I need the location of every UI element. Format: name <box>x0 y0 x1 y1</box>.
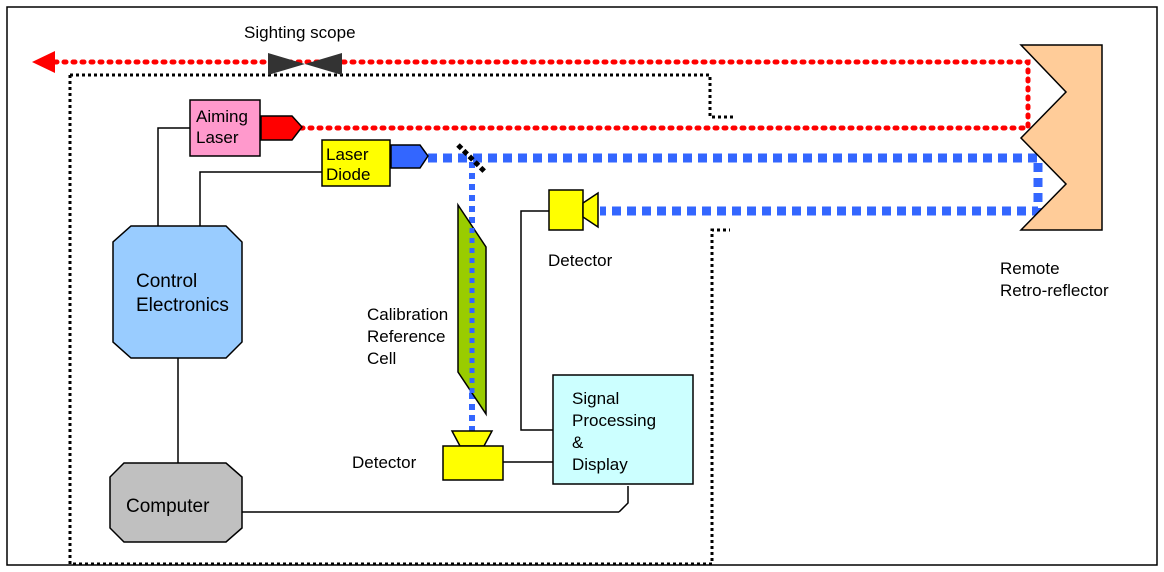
computer <box>109 462 243 543</box>
aiming-beam <box>32 51 1031 131</box>
laser-diode <box>321 139 429 187</box>
control-electronics-label-line1: Control <box>136 271 197 292</box>
reflector-label-line1: Remote <box>1000 259 1060 278</box>
detector-top-lens <box>582 191 599 229</box>
computer-label: Computer <box>126 496 210 517</box>
signal-processing-label-line1: Signal <box>572 389 619 408</box>
laser-diode-label-line2: Diode <box>326 165 370 184</box>
sighting-scope-label: Sighting scope <box>244 23 356 42</box>
aiming-laser-emitter <box>260 115 303 141</box>
detector-top <box>548 189 599 231</box>
aiming-beam-arrowhead <box>32 51 55 73</box>
sighting-scope <box>268 53 342 75</box>
signal-processing-label-line3: & <box>572 433 584 452</box>
aiming-laser-label-line2: Laser <box>196 128 239 147</box>
remote-retro-reflector <box>1019 44 1103 231</box>
control-electronics <box>112 225 243 359</box>
calibration-cell-label-line1: Calibration <box>367 305 448 324</box>
calibration-cell-label-line3: Cell <box>367 349 396 368</box>
detector-bottom <box>442 430 504 481</box>
detector-top-label: Detector <box>548 251 613 270</box>
signal-processing-display <box>552 374 694 485</box>
aiming-laser-label-line1: Aiming <box>196 107 248 126</box>
detector-bottom-lens <box>450 430 494 447</box>
calibration-cell-label-line2: Reference <box>367 327 445 346</box>
detector-bottom-label: Detector <box>352 453 417 472</box>
laser-diode-label-line1: Laser <box>326 145 369 164</box>
reflector-label-line2: Retro-reflector <box>1000 281 1109 300</box>
signal-processing-label-line4: Display <box>572 455 628 474</box>
laser-diode-emitter <box>390 144 429 169</box>
beam-splitter <box>456 143 488 175</box>
signal-processing-label-line2: Processing <box>572 411 656 430</box>
control-electronics-label-line2: Electronics <box>136 295 229 316</box>
wiring <box>157 127 629 513</box>
outer-border <box>6 6 1158 566</box>
measurement-beam <box>428 153 1043 440</box>
aiming-laser <box>189 99 303 157</box>
instrument-enclosure <box>68 73 733 566</box>
